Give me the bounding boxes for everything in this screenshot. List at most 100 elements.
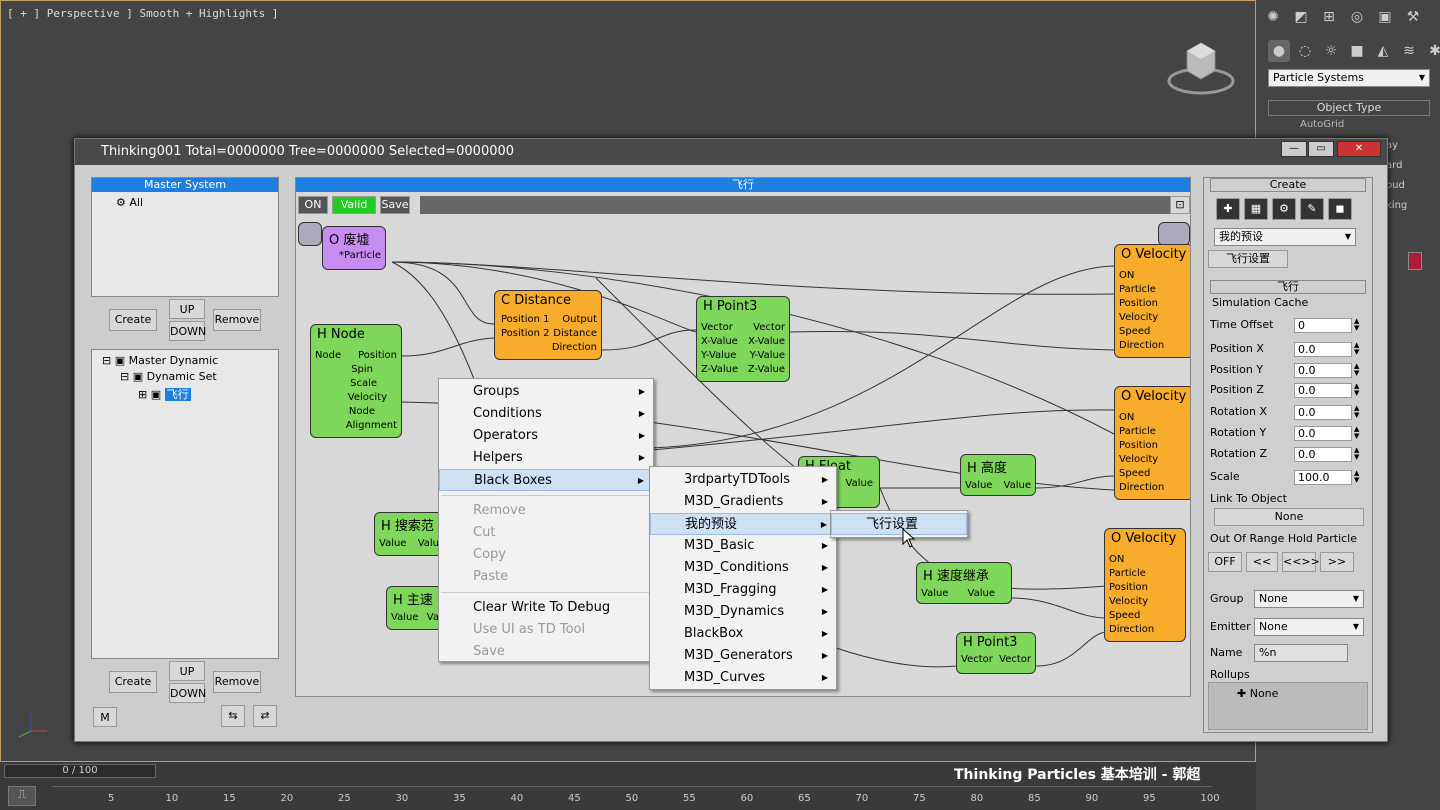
remove-button-2[interactable]: Remove	[213, 671, 261, 693]
window-titlebar[interactable]: Thinking001 Total=0000000 Tree=0000000 S…	[75, 139, 1387, 165]
node-velocity-2[interactable]: O Velocity ON Particle Position Velocity…	[1114, 386, 1190, 500]
maximize-button[interactable]: ▭	[1308, 141, 1334, 157]
motion-tab-icon[interactable]: ◎	[1350, 9, 1364, 25]
viewport-label[interactable]: [ + ] Perspective ] Smooth + Highlights …	[7, 7, 279, 20]
add-node-icon[interactable]: ✚	[1216, 198, 1240, 220]
create-tab-icon[interactable]: ◩	[1294, 9, 1308, 25]
helpers-icon[interactable]: ◭	[1377, 43, 1389, 59]
viewcube-icon[interactable]	[1167, 39, 1235, 97]
spinner-icon[interactable]: ▲▼	[1354, 341, 1360, 356]
down-button[interactable]: DOWN	[169, 321, 206, 341]
graph-fit-icon[interactable]: ⊡	[1170, 196, 1190, 214]
menu-item[interactable]: M3D_Gradients▶	[650, 491, 836, 513]
wrench-icon[interactable]: ✎	[1300, 198, 1324, 220]
menu-item[interactable]: Conditions▶	[439, 403, 653, 425]
spinner-icon[interactable]: ▲▼	[1354, 404, 1360, 419]
menu-item[interactable]: 我的预设▶	[650, 513, 836, 535]
field-input[interactable]: 100.0	[1294, 470, 1352, 485]
menu-item[interactable]: 飞行设置	[831, 513, 967, 535]
menu-item[interactable]: 3rdpartyTDTools▶	[650, 469, 836, 491]
node-zhusu[interactable]: H 主速 Value Va	[386, 586, 444, 630]
menu-item[interactable]: BlackBox▶	[650, 623, 836, 645]
rollups-list[interactable]: ✚ None	[1208, 682, 1368, 730]
range-next-button[interactable]: >>	[1320, 552, 1354, 572]
menu-item[interactable]: Remove	[439, 500, 653, 522]
display-tab-icon[interactable]: ▣	[1378, 9, 1392, 25]
cameras-icon[interactable]: ■	[1350, 43, 1364, 59]
display-icon[interactable]: ✺	[1267, 9, 1279, 25]
master-system-header[interactable]: Master System	[92, 178, 278, 192]
field-input[interactable]: 0.0	[1294, 405, 1352, 420]
create-rollout-header[interactable]: Create	[1210, 178, 1366, 192]
menu-item[interactable]: Save	[439, 641, 653, 663]
utilities-tab-icon[interactable]: ⚒	[1406, 9, 1420, 25]
up-button[interactable]: UP	[169, 299, 205, 319]
menu-item[interactable]: M3D_Conditions▶	[650, 557, 836, 579]
gear-icon[interactable]: ⚙	[1272, 198, 1296, 220]
valid-button[interactable]: Valid	[332, 196, 376, 214]
field-input[interactable]: 0.0	[1294, 447, 1352, 462]
m-button[interactable]: M	[93, 707, 117, 727]
menu-item[interactable]: Paste	[439, 566, 653, 588]
name-input[interactable]: %n	[1254, 644, 1348, 662]
hierarchy-tab-icon[interactable]: ⊞	[1323, 9, 1335, 25]
node-point3-b[interactable]: H Point3 Vector Vector	[956, 632, 1036, 674]
color-swatch[interactable]	[1408, 252, 1422, 270]
group-all[interactable]: ⚙ All	[92, 192, 278, 213]
on-button[interactable]: ON	[298, 196, 328, 214]
node-point3-a[interactable]: H Point3 Vector X-Value Y-Value Z-Value …	[696, 296, 790, 382]
object-type-rollout[interactable]: Object Type	[1268, 100, 1430, 116]
node-feixu[interactable]: O 废墟 *Particle	[322, 226, 386, 270]
create-button[interactable]: Create	[109, 309, 157, 331]
preset-flight-button[interactable]: 飞行设置	[1208, 250, 1288, 268]
menu-item[interactable]: Operators▶	[439, 425, 653, 447]
up-button-2[interactable]: UP	[169, 661, 205, 681]
tree-master-dynamic[interactable]: ⊟ ▣ Master Dynamic	[102, 354, 219, 367]
tree-flight[interactable]: ⊞ ▣ 飞行	[138, 388, 191, 401]
range-prev-button[interactable]: <<	[1246, 552, 1278, 572]
field-input[interactable]: 0.0	[1294, 363, 1352, 378]
menu-item[interactable]: Cut	[439, 522, 653, 544]
node-sousuo[interactable]: H 搜索范 Value Valu	[374, 512, 444, 556]
spacewarps-icon[interactable]: ≋	[1403, 43, 1415, 59]
lights-icon[interactable]: ☼	[1324, 43, 1338, 59]
menu-item[interactable]: Clear Write To Debug	[439, 597, 653, 619]
field-input[interactable]: 0.0	[1294, 383, 1352, 398]
node-velocity-1[interactable]: O Velocity ON Particle Position Velocity…	[1114, 244, 1190, 358]
spinner-icon[interactable]: ▲▼	[1354, 382, 1360, 397]
spinner-icon[interactable]: ▲▼	[1354, 446, 1360, 461]
category-dropdown[interactable]: Particle Systems▼	[1268, 69, 1430, 87]
menu-item[interactable]: M3D_Dynamics▶	[650, 601, 836, 623]
remove-button[interactable]: Remove	[213, 309, 261, 331]
link-pick-button[interactable]: None	[1214, 508, 1364, 526]
save-button[interactable]: Save	[380, 196, 410, 214]
field-input[interactable]: 0.0	[1294, 426, 1352, 441]
node-sudu-jicheng[interactable]: H 速度继承 Value Value	[916, 562, 1012, 604]
spinner-icon[interactable]: ▲▼	[1354, 362, 1360, 377]
autogrid-checkbox[interactable]: AutoGrid	[1300, 119, 1345, 130]
time-slider[interactable]: 0 / 100	[4, 764, 156, 778]
group-dropdown[interactable]: None▼	[1254, 590, 1364, 608]
tree-dynamic-set[interactable]: ⊟ ▣ Dynamic Set	[120, 370, 217, 383]
emitter-dropdown[interactable]: None▼	[1254, 618, 1364, 636]
node-h-node[interactable]: H Node Node Position Spin Scale Velocity…	[310, 324, 402, 438]
table-icon[interactable]: ▦	[1244, 198, 1268, 220]
key-mode-icon[interactable]: ⎍	[8, 786, 36, 806]
tool-b-icon[interactable]: ⇄	[253, 705, 277, 727]
node-velocity-3[interactable]: O Velocity ON Particle Position Velocity…	[1104, 528, 1186, 642]
menu-item[interactable]: Helpers▶	[439, 447, 653, 469]
menu-item[interactable]: M3D_Basic▶	[650, 535, 836, 557]
node-gaodu[interactable]: H 高度 Value Value	[960, 454, 1036, 496]
spinner-icon[interactable]: ▲▼	[1354, 317, 1360, 332]
systems-icon[interactable]: ✱	[1429, 43, 1440, 59]
node-distance[interactable]: C Distance Position 1 Position 2 Output …	[494, 290, 602, 360]
geometry-icon[interactable]: ●	[1268, 40, 1290, 62]
node-input-port[interactable]	[298, 222, 322, 246]
cube-icon[interactable]: ◼	[1328, 198, 1352, 220]
menu-item[interactable]: Black Boxes▶	[439, 469, 653, 491]
off-button[interactable]: OFF	[1208, 552, 1242, 572]
minimize-button[interactable]: —	[1281, 141, 1307, 157]
tool-a-icon[interactable]: ⇆	[221, 705, 245, 727]
node-output-port[interactable]	[1158, 222, 1190, 246]
spinner-icon[interactable]: ▲▼	[1354, 469, 1360, 484]
